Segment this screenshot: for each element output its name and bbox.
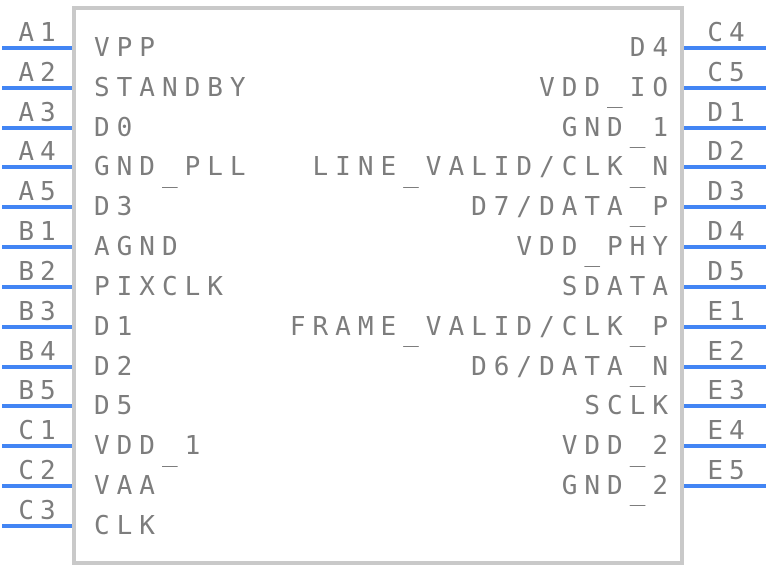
pin-name-label: D4 <box>629 32 675 63</box>
pin-line <box>2 324 72 329</box>
pin-line <box>684 404 766 409</box>
pin-name-label: PIXCLK <box>94 271 230 302</box>
pin-number-label: A4 <box>18 137 62 168</box>
pin-number-label: A5 <box>18 177 62 208</box>
pin-line <box>684 444 766 449</box>
pin-name-label: LINE_VALID/CLK_N <box>312 152 675 189</box>
pin-line <box>2 444 72 449</box>
pin-line <box>2 524 72 528</box>
pin-name-label: D3 <box>94 192 140 223</box>
pin-number-label: A2 <box>18 57 62 88</box>
pin-number-label: A3 <box>18 97 62 128</box>
pin-name-label: VDD_1 <box>94 431 208 468</box>
pin-line <box>684 45 766 50</box>
pin-number-label: E3 <box>707 376 751 407</box>
pin-number-label: E2 <box>707 336 751 367</box>
pin-name-label: SDATA <box>561 271 675 302</box>
pin-line <box>2 125 72 130</box>
pin-line <box>2 404 72 409</box>
pin-line <box>2 85 72 90</box>
pin-number-label: B3 <box>18 296 62 327</box>
pin-name-label: GND_PLL <box>94 152 253 189</box>
pin-number-label: C2 <box>18 456 62 487</box>
pin-name-label: STANDBY <box>94 72 253 103</box>
pin-name-label: VPP <box>94 32 162 63</box>
pin-name-label: VAA <box>94 471 162 502</box>
pin-name-label: D0 <box>94 112 140 143</box>
pin-number-label: C1 <box>18 416 62 447</box>
pin-line <box>684 324 766 329</box>
pin-line <box>684 284 766 289</box>
pin-number-label: B2 <box>18 256 62 287</box>
pin-number-label: E5 <box>707 456 751 487</box>
pin-number-label: D2 <box>707 137 751 168</box>
pin-line <box>2 245 72 250</box>
pin-line <box>684 245 766 250</box>
pin-name-label: D5 <box>94 391 140 422</box>
pin-line <box>2 364 72 369</box>
pin-line <box>684 484 766 489</box>
pin-number-label: C3 <box>18 496 62 526</box>
pin-name-label: GND_2 <box>561 471 675 508</box>
pin-number-label: D3 <box>707 177 751 208</box>
pin-name-label: VDD_2 <box>561 431 675 468</box>
pin-line <box>2 165 72 170</box>
pin-line <box>684 205 766 210</box>
pin-number-label: E1 <box>707 296 751 327</box>
pin-line <box>2 284 72 289</box>
pin-number-label: D5 <box>707 256 751 287</box>
pin-number-label: A1 <box>18 17 62 48</box>
pin-number-label: C5 <box>707 57 751 88</box>
pin-line <box>2 205 72 210</box>
pin-name-label: D1 <box>94 311 140 342</box>
pin-line <box>2 45 72 50</box>
pin-line <box>684 125 766 130</box>
pin-name-label: D6/DATA_N <box>471 351 675 388</box>
pin-name-label: D7/DATA_P <box>471 192 675 229</box>
pin-number-label: D4 <box>707 217 751 248</box>
pin-name-label: GND_1 <box>561 112 675 149</box>
pin-number-label: B4 <box>18 336 62 367</box>
pin-number-label: B1 <box>18 217 62 248</box>
symbol-body <box>72 6 684 565</box>
pin-line <box>684 85 766 90</box>
pin-number-label: C4 <box>707 17 751 48</box>
pin-number-label: B5 <box>18 376 62 407</box>
pin-name-label: VDD_IO <box>539 72 675 109</box>
pin-name-label: AGND <box>94 232 185 263</box>
pin-number-label: E4 <box>707 416 751 447</box>
pin-name-label: VDD_PHY <box>516 232 675 269</box>
pin-line <box>684 364 766 369</box>
pin-line <box>684 165 766 170</box>
pin-number-label: D1 <box>707 97 751 128</box>
pin-line <box>2 484 72 489</box>
pin-name-label: SCLK <box>584 391 675 422</box>
pin-name-label: D2 <box>94 351 140 382</box>
pin-name-label: FRAME_VALID/CLK_P <box>289 311 675 348</box>
pin-name-label: CLK <box>94 511 162 541</box>
